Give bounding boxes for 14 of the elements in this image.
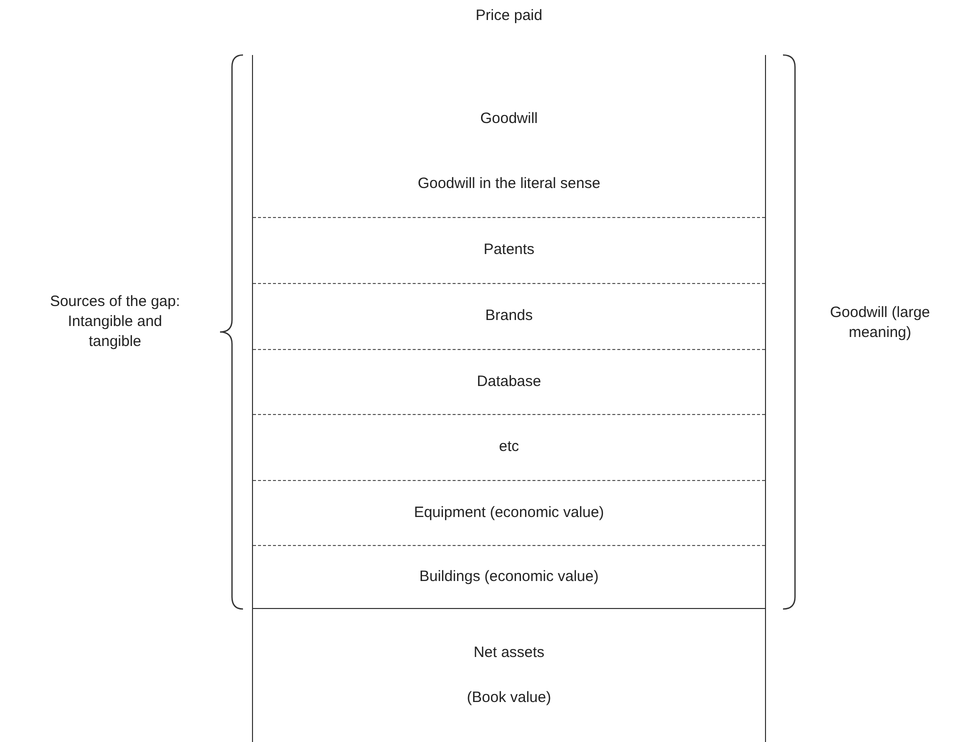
- section-label: Brands: [485, 307, 533, 324]
- section-label: etc: [498, 438, 519, 455]
- section-label: (Book value): [466, 689, 552, 706]
- section-label: Goodwill in the literal sense: [418, 175, 600, 192]
- price-column: [252, 55, 766, 742]
- section-label: Buildings (economic value): [419, 568, 599, 584]
- section-label: Goodwill: [480, 110, 538, 127]
- column-heading: Price paid: [474, 6, 544, 26]
- bracket-label: Sources of the gap: Intangible and tangible: [48, 292, 182, 352]
- section-label: Database: [476, 372, 542, 390]
- section-label: Patents: [484, 241, 534, 258]
- section-label: Equipment (economic value): [414, 504, 604, 520]
- bracket-label: Goodwill (large meaning): [828, 303, 932, 343]
- section-label: Net assets: [474, 644, 544, 661]
